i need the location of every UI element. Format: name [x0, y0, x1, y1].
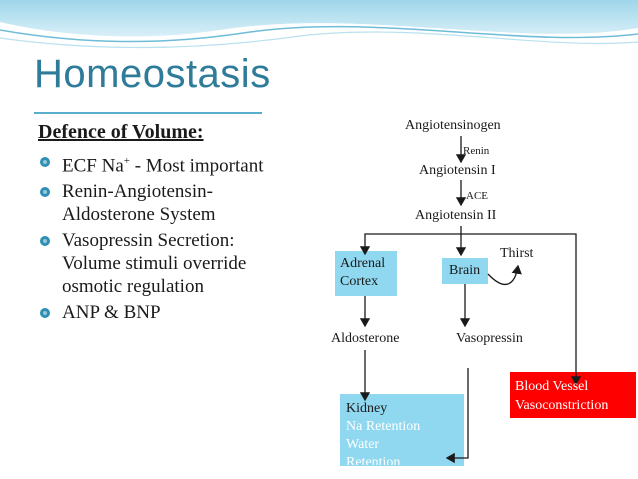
bullet-icon — [40, 157, 50, 167]
bullet-list: ECF Na+ - Most important Renin-Angiotens… — [40, 150, 330, 327]
angiotensin-1-label: Angiotensin I — [419, 163, 496, 178]
arrow-brain-to-thirst — [487, 264, 522, 286]
bullet-item: Renin-Angiotensin- Aldosterone System — [40, 180, 330, 226]
blood-vessel-label: Blood Vessel Vasoconstriction — [515, 377, 608, 415]
retention-line: Retention — [346, 455, 401, 465]
bullet-text-line: Aldosterone System — [62, 204, 216, 226]
adrenal-line: Adrenal — [340, 256, 386, 271]
bullet-icon — [40, 236, 50, 247]
slide-title: Homeostasis — [34, 52, 271, 96]
na-retention-line: Na Retention — [346, 419, 421, 434]
arrow-ii-to-adrenal — [359, 226, 462, 256]
angiotensin-2-label: Angiotensin II — [415, 208, 497, 223]
kidney-line: Kidney — [346, 401, 388, 416]
bullet-item: ANP & BNP — [40, 301, 330, 324]
brain-label: Brain — [449, 263, 481, 278]
title-underline — [34, 112, 262, 114]
adrenal-cortex-box — [335, 251, 397, 296]
renin-label: Renin — [463, 145, 490, 157]
bullet-text-line: Vasopressin Secretion: — [62, 230, 235, 252]
adrenal-cortex-label: Adrenal Cortex — [340, 255, 385, 291]
bullet-icon — [40, 308, 50, 319]
bullet-text-line: Volume stimuli override — [62, 253, 247, 275]
bullet-text: ECF Na — [62, 155, 124, 177]
bullet-text-line: osmotic regulation — [62, 276, 204, 298]
bullet-icon — [40, 187, 50, 198]
vasoconstriction-line: Vasoconstriction — [515, 398, 609, 413]
water-line: Water — [346, 437, 380, 452]
vasopressin-label: Vasopressin — [456, 331, 523, 346]
cortex-line: Cortex — [340, 274, 379, 289]
bullet-text-line: Renin-Angiotensin- — [62, 181, 213, 203]
kidney-box — [340, 394, 464, 466]
ace-label: ACE — [466, 190, 488, 202]
bullet-text-line: ANP & BNP — [62, 302, 161, 324]
kidney-label: Kidney Na Retention Water Retention — [346, 400, 420, 465]
bullet-text: - Most important — [129, 155, 264, 177]
superscript-plus: + — [123, 155, 130, 167]
subheading: Defence of Volume: — [38, 121, 204, 143]
bullet-item: Vasopressin Secretion: Volume stimuli ov… — [40, 229, 330, 298]
angiotensinogen-label: Angiotensinogen — [405, 118, 501, 133]
blood-vessel-line: Blood Vessel — [515, 379, 589, 394]
bullet-item: ECF Na+ - Most important — [40, 150, 330, 177]
thirst-label: Thirst — [500, 246, 534, 261]
aldosterone-label: Aldosterone — [331, 331, 400, 346]
header-wave-decoration — [0, 0, 638, 49]
